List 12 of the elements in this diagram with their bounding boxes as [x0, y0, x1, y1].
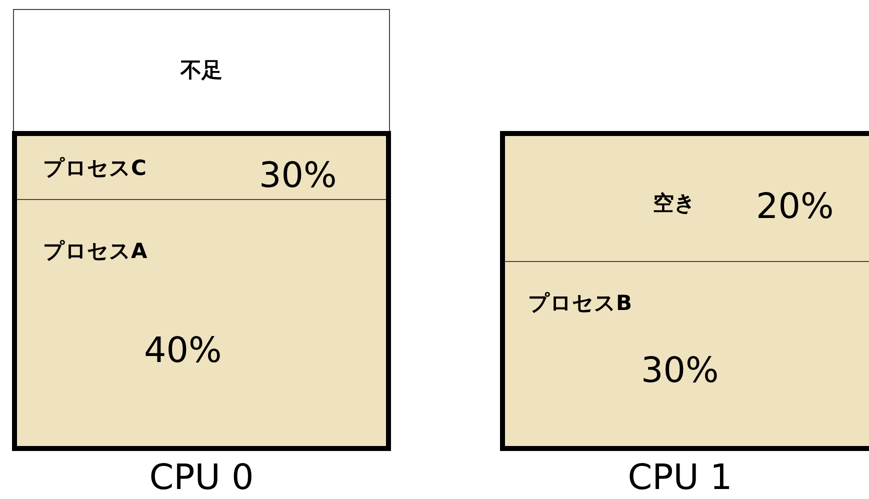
cpu-label: CPU 1	[626, 458, 734, 498]
percent-label: 20%	[756, 186, 834, 228]
shortage-label: 不足	[179, 57, 224, 84]
shortage-box	[13, 9, 390, 134]
percent-label: 40%	[144, 330, 222, 372]
process-label: プロセスC	[43, 155, 146, 181]
cpu-label: CPU 0	[148, 458, 255, 498]
process-label: プロセスB	[528, 290, 632, 316]
process-label: 空き	[653, 190, 696, 216]
process-label: プロセスA	[43, 238, 148, 264]
percent-label: 30%	[641, 350, 719, 392]
percent-label: 30%	[259, 155, 337, 197]
